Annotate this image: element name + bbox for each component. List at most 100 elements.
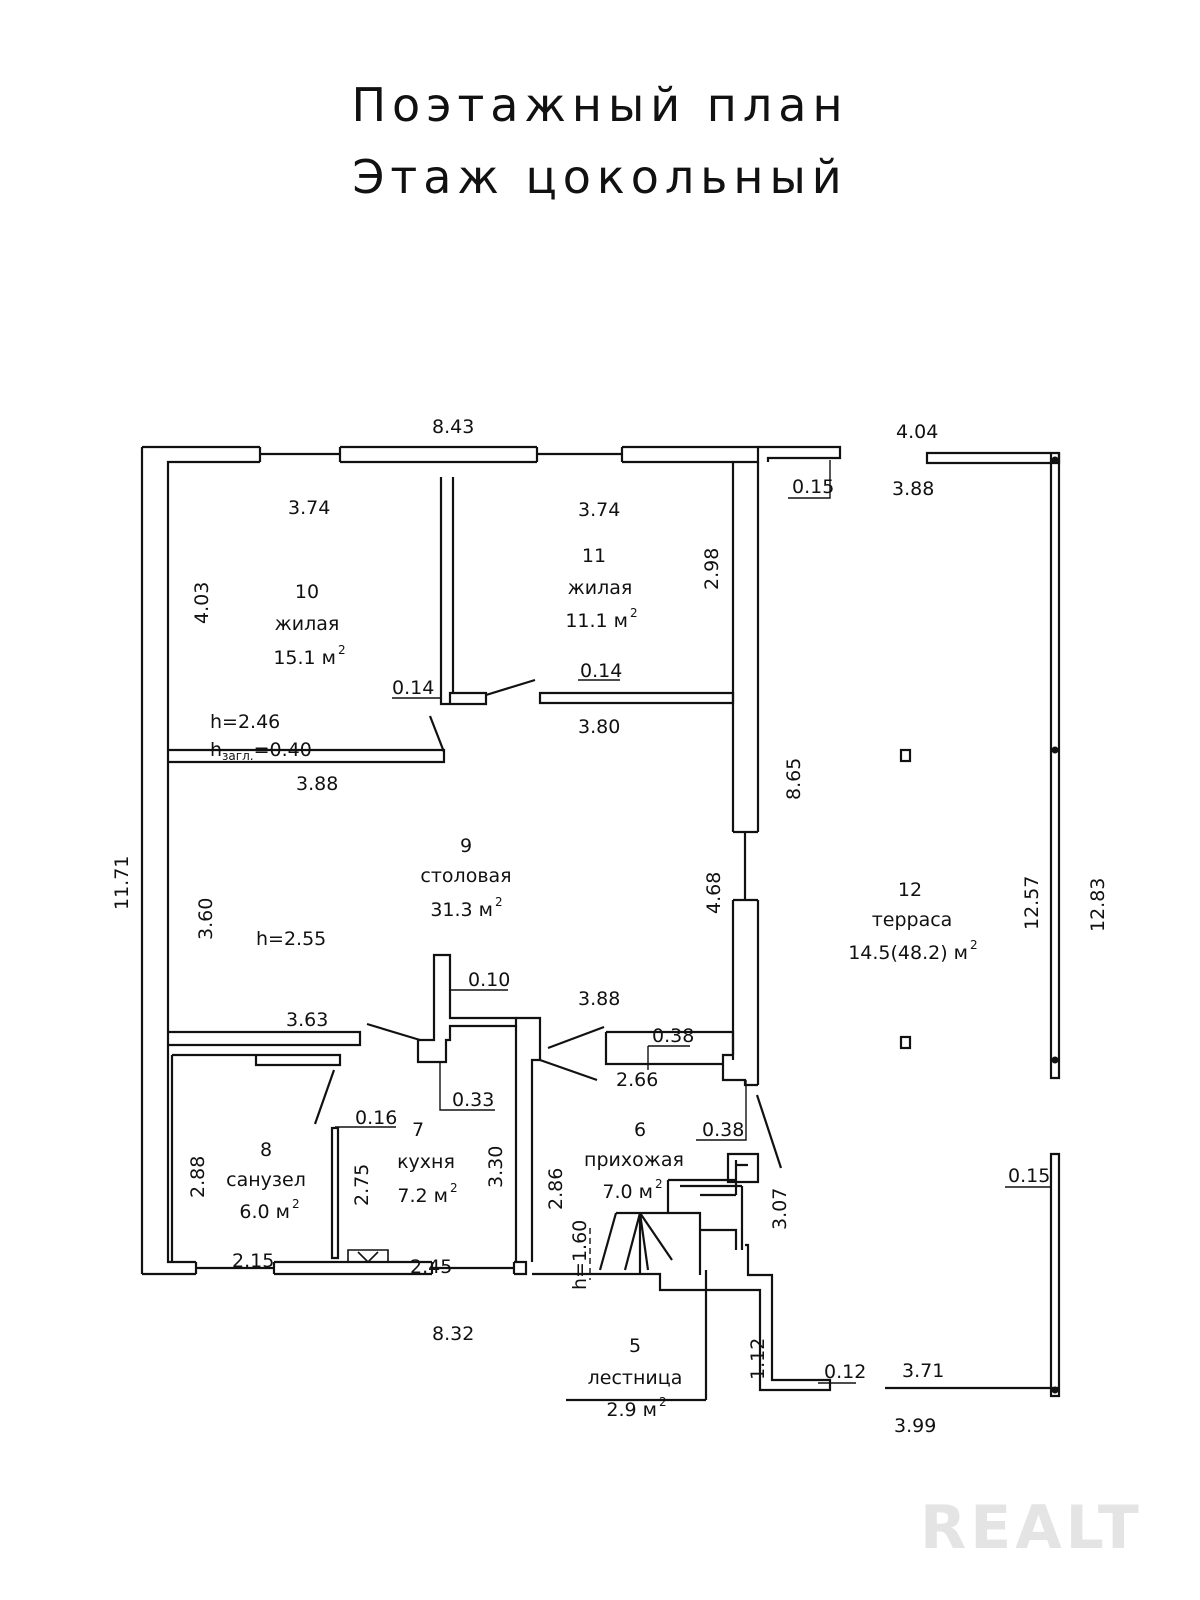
room-11-number: 11 (582, 545, 606, 567)
stair-divider (566, 1270, 708, 1402)
room-10-height: h=2.46 (210, 711, 280, 733)
stair-treads (598, 1160, 748, 1275)
terrace-post-c (1051, 1056, 1059, 1064)
window-bottom-1 (194, 1262, 276, 1274)
door-swing-r10 (428, 715, 446, 753)
room-5-label: 5 лестница 2.9 м 2 (588, 1335, 683, 1421)
dim-r9-bottom-right: 3.88 (578, 988, 620, 1010)
room-9-area: 31.3 м (430, 899, 493, 921)
dim-wall-014-right: 0.14 (580, 660, 622, 682)
dim-top-total: 8.43 (432, 416, 474, 438)
dim-ter-257: 12.57 (1021, 876, 1043, 930)
dim-r9-left: 3.60 (195, 898, 217, 940)
realt-watermark: REALT (920, 1493, 1143, 1563)
dim-r9-bottom-left: 3.63 (286, 1009, 328, 1031)
terrace-post-a (1051, 456, 1059, 464)
room-8-name: санузел (226, 1169, 306, 1191)
dim-r7-right: 3.30 (485, 1146, 507, 1188)
room-10-area: 15.1 м (273, 647, 336, 669)
window-top-1 (258, 447, 342, 462)
door-swing-bath (313, 1069, 336, 1125)
room-10-hz-sub: загл. (222, 749, 254, 763)
dim-step-112: 1.12 (747, 1338, 769, 1380)
dim-stair-h: h=1.60 (569, 1220, 591, 1290)
wall-bathroom-right (330, 1126, 340, 1260)
dim-wall-038-b: 0.38 (702, 1119, 744, 1141)
room-6-name: прихожая (584, 1149, 684, 1171)
dim-r11-depth: 2.98 (701, 548, 723, 590)
room-6-area-unit: 2 (655, 1177, 663, 1191)
room-5-name: лестница (588, 1367, 683, 1389)
room-10-area-unit: 2 (338, 643, 346, 657)
room-5-number: 5 (629, 1335, 641, 1357)
room-10-height-sunk: hзагл.=0.40 (210, 739, 312, 763)
room-6-label: 6 прихожая 7.0 м 2 (584, 1119, 684, 1203)
central-pier (416, 953, 518, 1064)
window-bottom-2 (430, 1262, 516, 1274)
room-9-name: столовая (420, 865, 511, 887)
dim-r7-height: 2.75 (351, 1164, 373, 1206)
room-7-area-unit: 2 (450, 1181, 458, 1195)
terrace-right-wall-top (1049, 453, 1061, 1080)
room-5-area-unit: 2 (659, 1395, 667, 1409)
room-11-name: жилая (568, 577, 633, 599)
wall-bathroom (170, 1053, 342, 1262)
room-8-area-unit: 2 (292, 1197, 300, 1211)
leader-033 (439, 1062, 495, 1111)
entrance-jog (721, 1053, 758, 1087)
door-swing-hall (547, 1025, 605, 1050)
room-12-area: 14.5(48.2) м (848, 942, 968, 964)
room-10-hz-post: =0.40 (254, 739, 312, 761)
dim-wall-266: 2.66 (616, 1069, 658, 1091)
room-8-number: 8 (260, 1139, 272, 1161)
room-12-number: 12 (898, 879, 922, 901)
room-10-name: жилая (275, 613, 340, 635)
room-9-height: h=2.55 (256, 928, 326, 950)
partition-10-11 (439, 477, 488, 706)
dim-r8-width: 2.15 (232, 1250, 274, 1272)
wall-r11-bottom (538, 691, 735, 705)
wall-r9-bottom-right (604, 1030, 735, 1066)
room-7-area: 7.2 м (397, 1185, 448, 1207)
dim-r10-width: 3.74 (288, 497, 330, 519)
dim-r7-width: 2.45 (410, 1256, 452, 1278)
door-swing-r11 (485, 678, 536, 697)
dim-step-012: 0.12 (824, 1361, 866, 1383)
entrance-line (755, 1094, 783, 1169)
leader-038-a (647, 1045, 690, 1070)
room-12-area-unit: 2 (970, 938, 978, 952)
dim-ter-283: 12.83 (1087, 878, 1109, 932)
terrace-post-d (1051, 1386, 1059, 1394)
room-12-name: терраса (872, 909, 953, 931)
dim-r8-height: 2.88 (187, 1156, 209, 1198)
dim-left-total: 11.71 (111, 856, 133, 910)
room-8-area: 6.0 м (239, 1201, 290, 1223)
dim-wall-010: 0.10 (468, 969, 510, 991)
dim-bottom-total: 8.32 (432, 1323, 474, 1345)
room-6-area: 7.0 м (602, 1181, 653, 1203)
dim-r10-depth: 4.03 (191, 582, 213, 624)
stove-icon (347, 1249, 389, 1264)
room-7-label: 7 кухня 7.2 м 2 (397, 1119, 458, 1207)
leader-038-b (696, 1080, 747, 1141)
dim-r11-width: 3.74 (578, 499, 620, 521)
room-5-area: 2.9 м (606, 1399, 657, 1421)
dim-right-865: 8.65 (783, 758, 805, 800)
dim-entry-307: 3.07 (769, 1188, 791, 1230)
dim-r10-bottom: 3.88 (296, 773, 338, 795)
outer-wall-right (731, 462, 760, 1085)
dim-wall-016: 0.16 (355, 1107, 397, 1129)
room-11-area-unit: 2 (630, 606, 638, 620)
room-10-label: 10 жилая 15.1 м 2 h=2.46 hзагл.=0.40 (210, 581, 346, 763)
dim-ter-wall-015-top: 0.15 (792, 476, 834, 498)
plan-subtitle: Этаж цокольный (352, 150, 848, 204)
terrace-top-wall (925, 451, 1061, 465)
stair-outline (532, 1243, 832, 1392)
room-10-hz-pre: h (210, 739, 222, 761)
dim-wall-014-left: 0.14 (392, 677, 434, 699)
plan-title: Поэтажный план (351, 78, 849, 132)
door-swing-kitchen (366, 1022, 421, 1042)
room-7-name: кухня (397, 1151, 455, 1173)
wall-extension (758, 445, 842, 462)
